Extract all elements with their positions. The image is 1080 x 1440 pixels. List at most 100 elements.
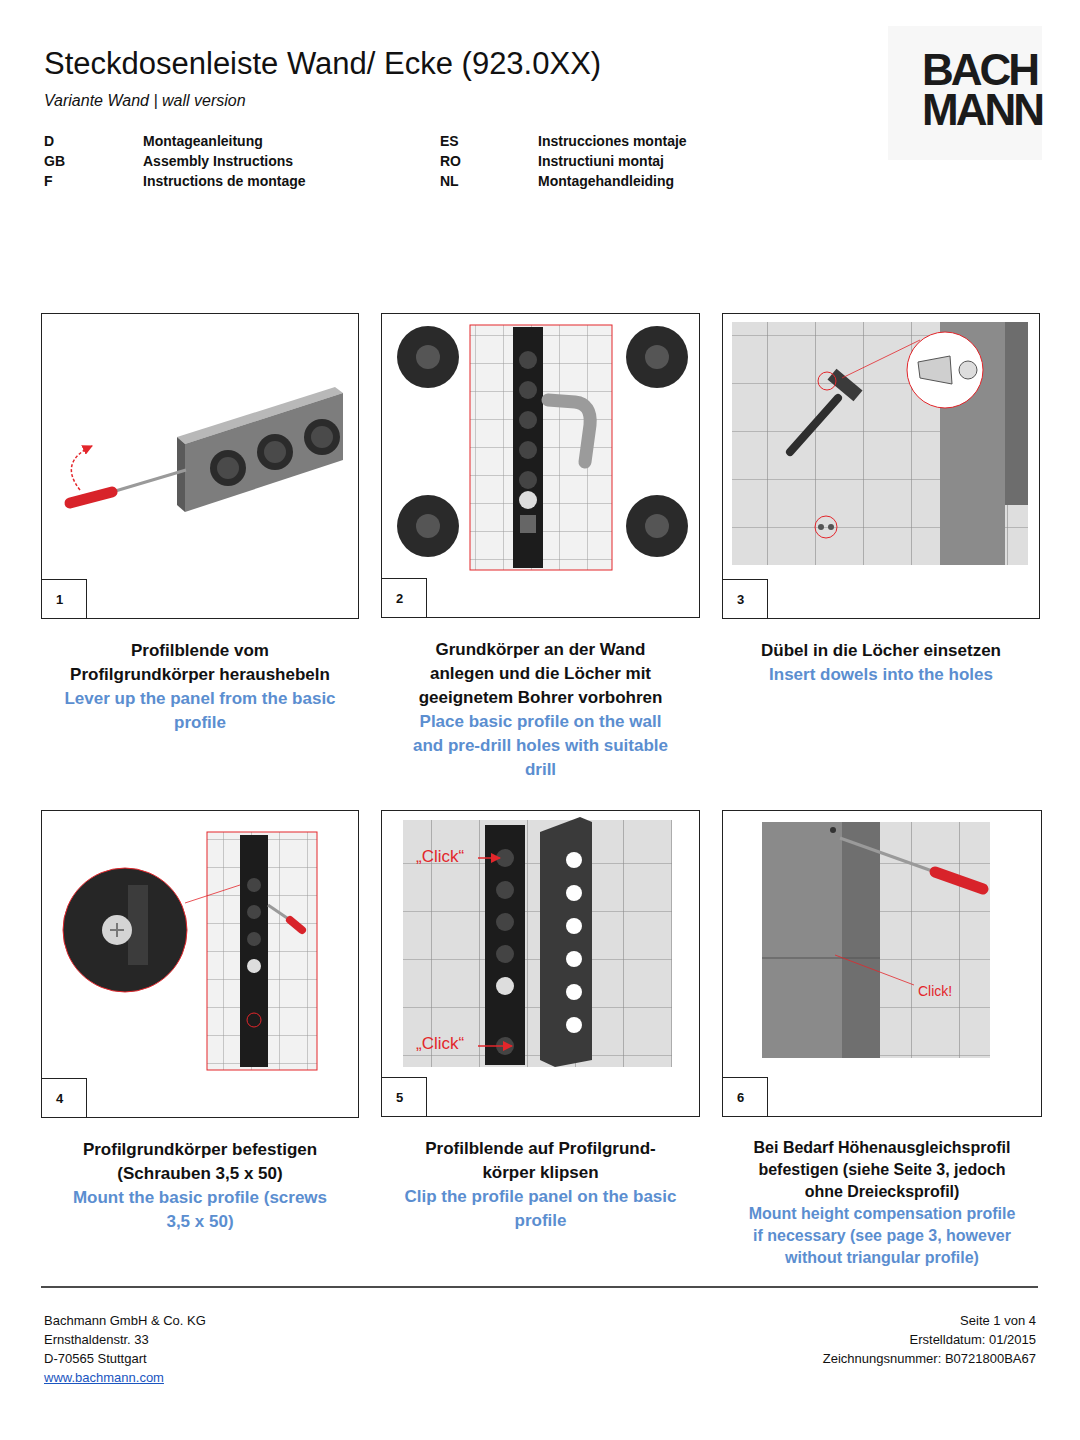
clip-illustration-part — [566, 984, 582, 1000]
caption-german: Bei Bedarf Höhenausgleichsprofil befesti… — [744, 1137, 1020, 1203]
footer-meta: Zeichnungsnummer: B0721800BA67 — [823, 1351, 1036, 1367]
language-code: GB — [44, 153, 65, 170]
click-callout: „Click“ — [416, 847, 464, 867]
height-profile-illustration-part — [762, 822, 880, 1058]
clip-illustration-part — [496, 945, 514, 963]
screw-illustration-part — [290, 920, 302, 930]
drill-illustration-part — [626, 495, 688, 557]
strip-illustration-part — [210, 450, 246, 486]
drill-illustration-part — [470, 325, 612, 570]
height-profile-illustration-part — [830, 827, 836, 833]
dowel-illustration-part — [959, 361, 977, 379]
dowel-illustration-part — [790, 398, 838, 452]
dowel-illustration-part — [828, 524, 834, 530]
step-number: 1 — [56, 592, 63, 607]
footer-rule-part — [41, 1286, 1038, 1288]
step-panel: Profilblende vom Profilgrundkörper herau… — [41, 313, 359, 619]
drill-illustration-part — [519, 381, 537, 399]
clip-illustration — [403, 817, 672, 1067]
dowel-illustration-part — [815, 516, 837, 538]
strip-illustration-part — [264, 441, 286, 463]
caption-german: Profilgrundkörper befestigen (Schrauben … — [63, 1138, 337, 1186]
click-callout: „Click“ — [416, 1034, 464, 1054]
step-number: 6 — [737, 1090, 744, 1105]
logo-text: BACH — [922, 48, 1037, 92]
dowel-illustration — [732, 322, 1028, 565]
screw-illustration-part — [247, 959, 261, 973]
caption-german: Profilblende auf Profilgrund- körper kli… — [403, 1137, 678, 1185]
language-title: Assembly Instructions — [143, 153, 293, 170]
screw-illustration-part — [63, 868, 187, 992]
step-number-box: 5 — [381, 1077, 427, 1117]
clip-illustration-part — [540, 817, 592, 1067]
clip-illustration-part — [496, 977, 514, 995]
step-number-box: 2 — [381, 578, 427, 618]
strip-illustration-part — [71, 446, 92, 490]
clip-illustration-part — [566, 951, 582, 967]
screw-illustration-part — [247, 932, 261, 946]
footer-link: www.bachmann.com — [44, 1370, 164, 1386]
step-number-box: 3 — [722, 579, 768, 619]
strip-illustration-part — [304, 419, 340, 455]
language-code: NL — [440, 173, 459, 190]
logo-ground-part — [888, 26, 1042, 160]
logo-ground — [888, 26, 1042, 160]
drill-illustration-part — [645, 345, 669, 369]
caption-german: Profilblende vom Profilgrundkörper herau… — [63, 639, 337, 687]
drill-illustration-part — [397, 326, 459, 388]
language-title: Montageanleitung — [143, 133, 263, 150]
footer-address: D-70565 Stuttgart — [44, 1351, 147, 1367]
screw-illustration-part — [247, 1013, 261, 1027]
language-title: Instructions de montage — [143, 173, 306, 190]
strip-illustration — [70, 387, 343, 512]
screw-illustration-part — [102, 915, 132, 945]
height-profile-illustration-part — [762, 958, 880, 959]
strip-illustration-part — [185, 393, 343, 512]
step-caption: Profilblende vom Profilgrundkörper herau… — [41, 639, 359, 735]
drill-illustration-part — [519, 491, 537, 509]
strip-illustration-part — [311, 426, 333, 448]
panel-frame — [41, 810, 359, 1118]
panel-frame — [722, 313, 1040, 619]
strip-illustration-part — [70, 492, 112, 503]
clip-illustration-part — [496, 913, 514, 931]
logo-text: MANN — [922, 88, 1042, 132]
screw-illustration-part — [240, 835, 268, 1067]
subtitle: Variante Wand | wall version — [44, 91, 246, 110]
caption-english: Place basic profile on the wall and pre-… — [403, 710, 678, 782]
clip-illustration-part — [403, 820, 672, 1067]
page-title: Steckdosenleiste Wand/ Ecke (923.0XX) — [44, 46, 601, 82]
drill-illustration-part — [645, 514, 669, 538]
dowel-illustration-part — [818, 372, 836, 390]
drill-illustration — [397, 325, 688, 570]
height-profile-illustration-part — [840, 838, 935, 872]
clip-illustration-part — [566, 1017, 582, 1033]
clip-illustration-part — [478, 857, 500, 859]
step-number: 5 — [396, 1090, 403, 1105]
height-profile-illustration — [762, 822, 990, 1058]
language-title: Instructiuni montaj — [538, 153, 664, 170]
language-code: D — [44, 133, 54, 150]
caption-english: Mount the basic profile (screws 3,5 x 50… — [63, 1186, 337, 1234]
step-number: 2 — [396, 591, 403, 606]
dowel-illustration-part — [818, 524, 824, 530]
strip-illustration-part — [177, 437, 185, 512]
caption-english: Mount height compensation profile if nec… — [744, 1203, 1020, 1269]
drill-illustration-part — [519, 471, 537, 489]
caption-english: Insert dowels into the holes — [744, 663, 1018, 687]
drill-illustration-part — [520, 515, 536, 533]
click-callout: Click! — [918, 983, 952, 1000]
step-caption: Profilblende auf Profilgrund- körper kli… — [381, 1137, 700, 1233]
language-code: ES — [440, 133, 459, 150]
screw-illustration — [63, 832, 317, 1070]
panel-frame — [41, 313, 359, 619]
clip-illustration-part — [566, 852, 582, 868]
caption-english: Lever up the panel from the basic profil… — [63, 687, 337, 735]
height-profile-illustration-part — [842, 822, 880, 1058]
step-caption: Grundkörper an der Wand anlegen und die … — [381, 638, 700, 782]
footer-address: Ernsthaldenstr. 33 — [44, 1332, 149, 1348]
clip-illustration-part — [566, 918, 582, 934]
step-panel: Bei Bedarf Höhenausgleichsprofil befesti… — [722, 810, 1042, 1117]
screw-illustration-part — [207, 832, 317, 1070]
strip-illustration-part — [112, 470, 186, 492]
